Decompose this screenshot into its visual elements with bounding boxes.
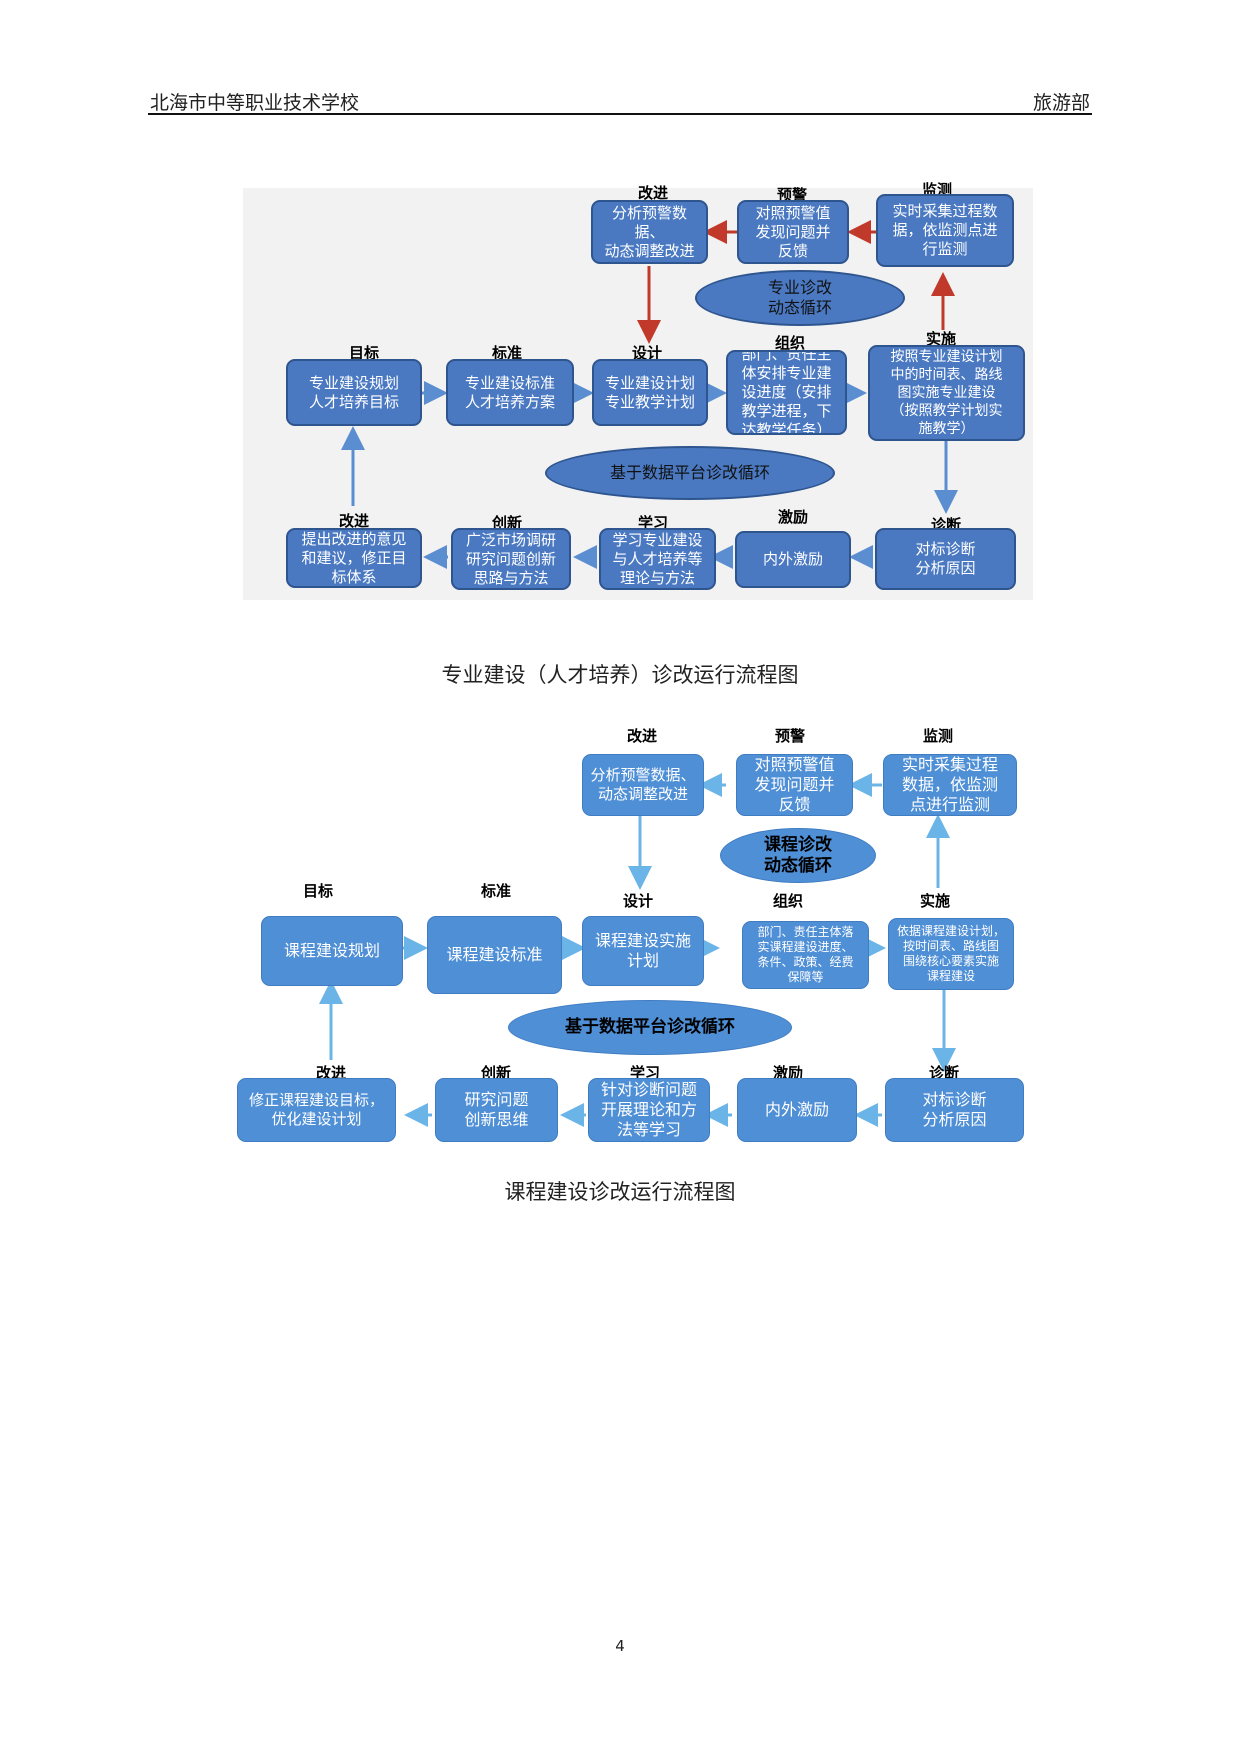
label-standard: 标准: [491, 344, 523, 362]
label2-study: 学习: [629, 1064, 661, 1082]
label2-goal: 目标: [302, 882, 334, 900]
ellipse-dynamic-cycle: 专业诊改 动态循环: [695, 270, 905, 326]
header-department: 旅游部: [1032, 92, 1090, 114]
label2-improve-bottom: 改进: [315, 1064, 347, 1082]
box-improve-bottom: 提出改进的意见 和建议，修正目 标体系: [286, 528, 422, 588]
box-motivate: 内外激励: [735, 531, 851, 588]
label2-diagnose: 诊断: [928, 1064, 960, 1082]
box-innovate: 广泛市场调研 研究问题创新 思路与方法: [451, 528, 571, 590]
label2-warn: 预警: [774, 727, 806, 745]
box-organize: 部门、责任主 体安排专业建 设进度（安排 教学进程，下 达教学任务）: [726, 350, 847, 435]
figure-2-flowchart: 改进 预警 监测 目标 标准 设计 组织 实施 改进 创新 学习 激励 诊断 分…: [232, 727, 1032, 1168]
box2-monitor: 实时采集过程 数据，依监测 点进行监测: [883, 754, 1017, 816]
page-number: 4: [615, 1637, 625, 1655]
box-study: 学习专业建设 与人才培养等 理论与方法: [599, 528, 716, 590]
label2-organize: 组织: [772, 892, 804, 910]
label-improve-top: 改进: [637, 184, 669, 202]
box2-standard: 课程建设标准: [427, 916, 562, 994]
label2-monitor: 监测: [922, 727, 954, 745]
box2-improve-top: 分析预警数据、 动态调整改进: [582, 754, 704, 816]
label2-design: 设计: [622, 892, 654, 910]
figure-2-caption: 课程建设诊改运行流程图: [504, 1180, 736, 1204]
box2-improve-bottom: 修正课程建设目标， 优化建设计划: [237, 1078, 396, 1142]
box-design: 专业建设计划 专业教学计划: [592, 359, 708, 426]
label-goal: 目标: [348, 344, 380, 362]
label-improve-bottom: 改进: [338, 512, 370, 530]
box2-motivate: 内外激励: [737, 1078, 857, 1142]
ellipse2-dynamic-cycle: 课程诊改 动态循环: [720, 828, 876, 883]
box-improve-top: 分析预警数据、 动态调整改进: [591, 200, 708, 264]
label2-motivate: 激励: [772, 1064, 804, 1082]
box2-innovate: 研究问题 创新思维: [435, 1078, 558, 1142]
box-implement: 按照专业建设计划 中的时间表、路线 图实施专业建设 （按照教学计划实 施教学）: [868, 345, 1025, 441]
header-school: 北海市中等职业技术学校: [150, 92, 360, 114]
label-organize: 组织: [774, 334, 806, 352]
box-warn: 对照预警值 发现问题并 反馈: [737, 200, 849, 264]
box2-diagnose: 对标诊断 分析原因: [885, 1078, 1024, 1142]
ellipse2-data-platform-cycle: 基于数据平台诊改循环: [508, 1000, 792, 1055]
box2-goal: 课程建设规划: [261, 916, 403, 986]
box2-warn: 对照预警值 发现问题并 反馈: [736, 754, 853, 816]
header-rule: [148, 113, 1092, 115]
figure-1-arrows: [341, 220, 958, 569]
label2-improve-top: 改进: [626, 727, 658, 745]
box-diagnose: 对标诊断 分析原因: [875, 528, 1016, 590]
box-standard: 专业建设标准 人才培养方案: [446, 359, 574, 426]
label-warn: 预警: [776, 186, 808, 204]
label-implement: 实施: [925, 330, 957, 348]
label-motivate: 激励: [777, 508, 809, 526]
label2-innovate: 创新: [480, 1064, 512, 1082]
box2-study: 针对诊断问题 开展理论和方 法等学习: [588, 1078, 710, 1142]
figure-1-caption: 专业建设（人才培养）诊改运行流程图: [441, 663, 799, 687]
label-innovate: 创新: [491, 514, 523, 532]
box-monitor: 实时采集过程数 据，依监测点进 行监测: [876, 194, 1014, 267]
box-goal: 专业建设规划 人才培养目标: [286, 359, 422, 426]
figure-2-arrows: [319, 773, 956, 1127]
box2-implement: 依据课程建设计划， 按时间表、路线图 围绕核心要素实施 课程建设: [888, 918, 1014, 990]
figure-1-flowchart: 改进 预警 监测 目标 标准 设计 组织 实施 改进 创新 学习 激励 诊断 分…: [243, 181, 1033, 600]
box2-organize: 部门、责任主体落 实课程建设进度、 条件、政策、经费 保障等: [742, 921, 869, 989]
label-design: 设计: [631, 344, 663, 362]
label-study: 学习: [637, 514, 669, 532]
label2-standard: 标准: [480, 882, 512, 900]
ellipse-data-platform-cycle: 基于数据平台诊改循环: [545, 446, 835, 500]
label2-implement: 实施: [919, 892, 951, 910]
box2-design: 课程建设实施 计划: [582, 916, 704, 986]
